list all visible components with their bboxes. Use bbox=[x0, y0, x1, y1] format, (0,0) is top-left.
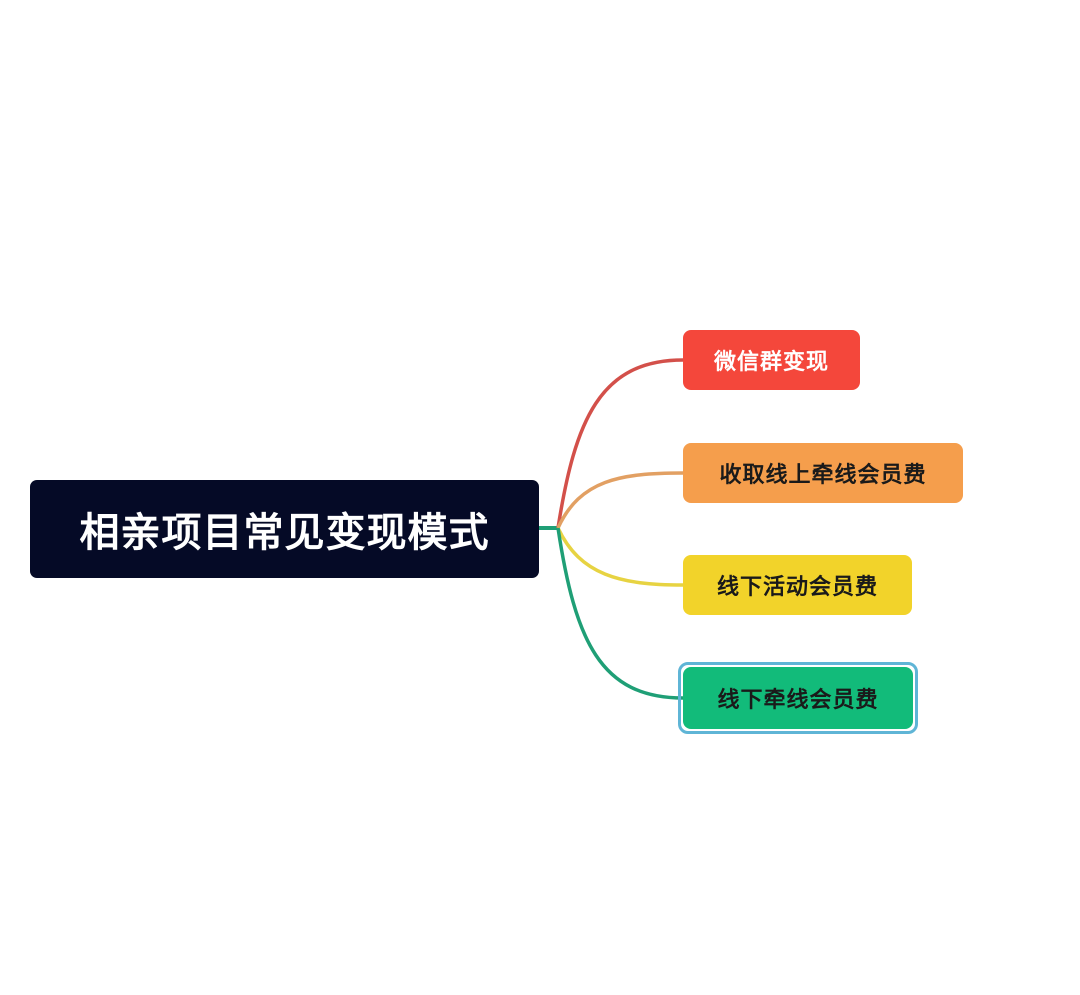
branch-node-label: 收取线上牵线会员费 bbox=[719, 463, 927, 488]
root-node[interactable]: 相亲项目常见变现模式 bbox=[30, 480, 539, 578]
edge-branch-4 bbox=[556, 527, 684, 700]
edge-branch-1 bbox=[556, 358, 684, 529]
edge-branch-3 bbox=[556, 527, 684, 587]
branch-node-offline-event-fee[interactable]: 线下活动会员费 bbox=[683, 555, 912, 615]
branch-node-label: 微信群变现 bbox=[713, 350, 829, 375]
root-node-label: 相亲项目常见变现模式 bbox=[79, 510, 490, 556]
branch-node-offline-matchmaking-fee[interactable]: 线下牵线会员费 bbox=[683, 667, 913, 729]
branch-node-wechat-group[interactable]: 微信群变现 bbox=[683, 330, 860, 390]
branch-node-label: 线下牵线会员费 bbox=[717, 688, 879, 713]
branch-node-online-matchmaking-fee[interactable]: 收取线上牵线会员费 bbox=[683, 443, 963, 503]
selection-outline bbox=[678, 662, 918, 734]
branch-node-label: 线下活动会员费 bbox=[716, 575, 878, 600]
edge-branch-2 bbox=[556, 471, 684, 529]
